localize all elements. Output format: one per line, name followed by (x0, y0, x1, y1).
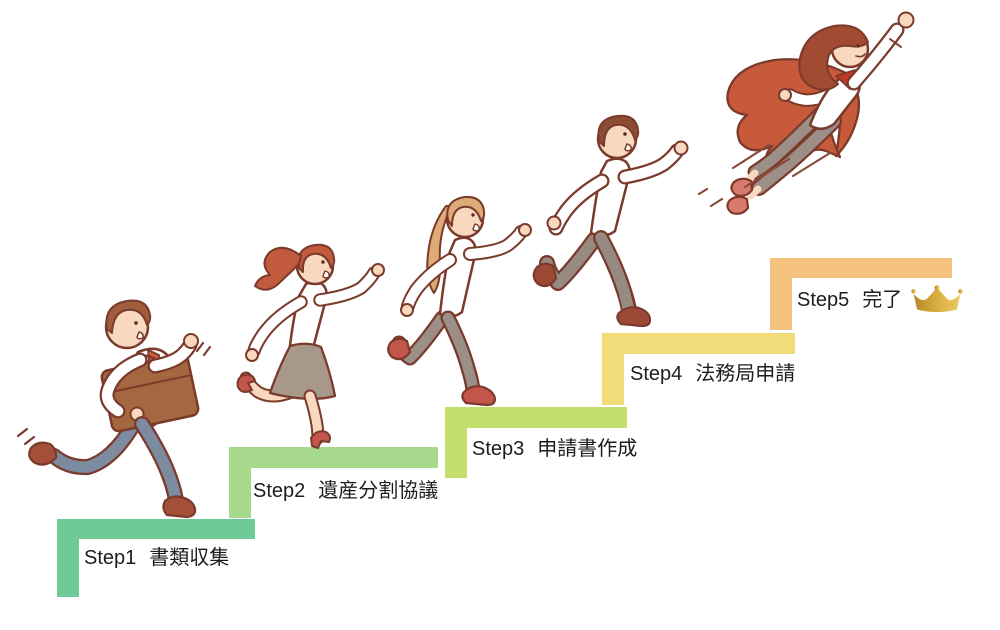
step-4-title: 法務局申請 (695, 363, 796, 385)
step-4-shape (602, 333, 795, 405)
step-1-shape (57, 519, 255, 597)
runner-1-illustration (16, 299, 212, 519)
step-2-title: 遺産分割協議 (318, 480, 439, 502)
step-4-number: Step4 (630, 363, 683, 385)
step-2-label: Step2 遺産分割協議 (253, 479, 438, 503)
speed-lines (697, 143, 832, 208)
step-3-title: 申請書作成 (537, 438, 638, 460)
step-2-number: Step2 (253, 480, 306, 502)
flying-hero-illustration (697, 11, 915, 215)
step-5-title: 完了 (862, 289, 903, 311)
crown-icon (911, 285, 963, 313)
step-5-shape (770, 258, 952, 330)
runner-2-illustration (236, 243, 385, 449)
step-5-number: Step5 (797, 289, 850, 311)
motion-mark (16, 341, 212, 446)
step-3-number: Step3 (472, 438, 525, 460)
step-1-number: Step1 (84, 547, 137, 569)
step-4-label: Step4 法務局申請 (630, 362, 795, 386)
step-3-shape (445, 407, 627, 478)
step-1-label: Step1 書類収集 (84, 546, 229, 570)
step-1-title: 書類収集 (149, 547, 230, 569)
step-5-label: Step5 完了 (797, 285, 963, 315)
runner-3-illustration (387, 195, 532, 407)
step-3-label: Step3 申請書作成 (472, 437, 637, 461)
step-2-shape (229, 447, 438, 518)
runner-4-illustration (532, 114, 689, 328)
